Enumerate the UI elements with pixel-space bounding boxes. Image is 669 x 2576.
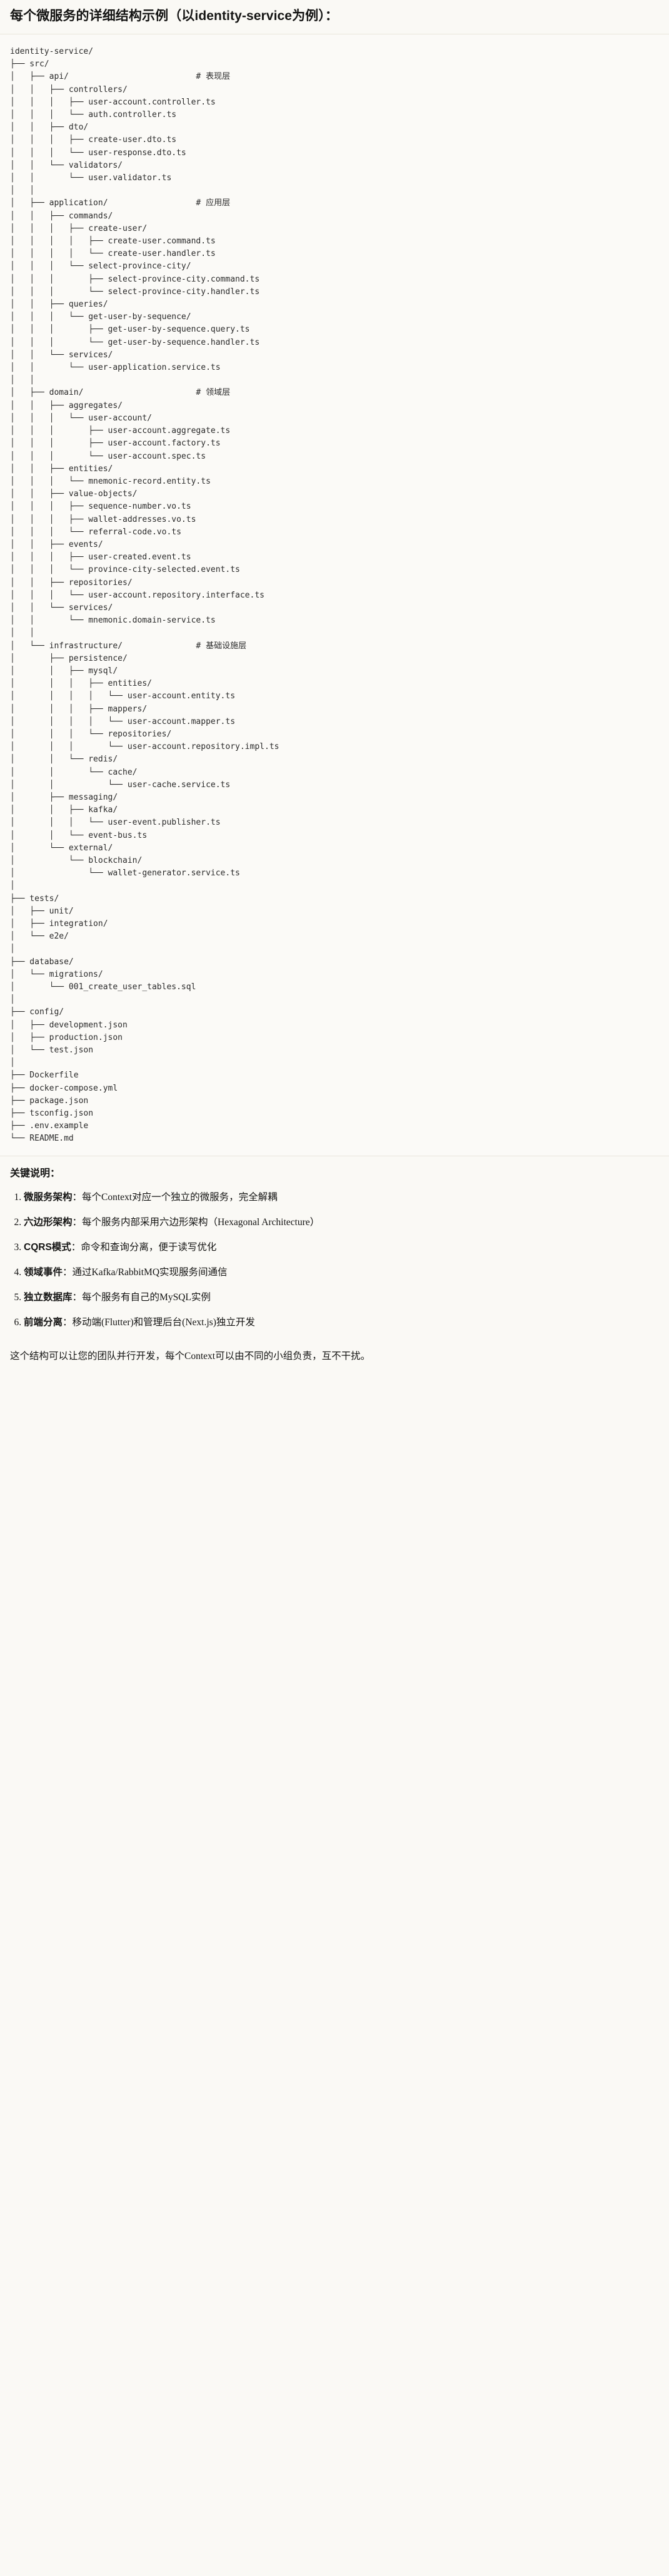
key-point-separator: ： (72, 1216, 83, 1228)
key-point-separator: ： (72, 1191, 83, 1203)
key-point-description: 每个服务有自己的MySQL实例 (82, 1291, 211, 1303)
key-point-term: CQRS模式 (24, 1241, 71, 1253)
key-point-term: 领域事件 (24, 1266, 63, 1278)
key-point-item: 微服务架构：每个Context对应一个独立的微服务，完全解耦 (24, 1190, 659, 1204)
key-point-separator: ： (71, 1241, 81, 1253)
tree-comment: # 基础设施层 (196, 641, 247, 651)
key-point-term: 独立数据库 (24, 1291, 73, 1303)
key-point-description: 每个Context对应一个独立的微服务，完全解耦 (82, 1191, 278, 1203)
closing-paragraph: 这个结构可以让您的团队并行开发，每个Context可以由不同的小组负责，互不干扰… (10, 1350, 371, 1362)
key-point-item: 前端分离：移动端(Flutter)和管理后台(Next.js)独立开发 (24, 1315, 659, 1330)
key-point-term: 六边形架构 (24, 1216, 73, 1228)
key-point-description: 通过Kafka/RabbitMQ实现服务间通信 (72, 1266, 228, 1278)
key-point-item: 领域事件：通过Kafka/RabbitMQ实现服务间通信 (24, 1265, 659, 1280)
key-point-separator: ： (63, 1316, 73, 1328)
key-point-description: 移动端(Flutter)和管理后台(Next.js)独立开发 (72, 1316, 255, 1328)
directory-tree-code-block[interactable]: identity-service/ ├── src/ │ ├── api/ # … (0, 34, 669, 1156)
page-title: 每个微服务的详细结构示例（以identity-service为例）： (10, 9, 338, 23)
key-point-item: 独立数据库：每个服务有自己的MySQL实例 (24, 1290, 659, 1305)
key-point-separator: ： (72, 1291, 83, 1303)
key-points-list: 微服务架构：每个Context对应一个独立的微服务，完全解耦六边形架构：每个服务… (10, 1190, 659, 1330)
key-point-item: 六边形架构：每个服务内部采用六边形架构（Hexagonal Architectu… (24, 1215, 659, 1229)
tree-comment: # 领域层 (196, 388, 231, 398)
key-point-term: 前端分离 (24, 1316, 63, 1328)
document-page: 每个微服务的详细结构示例（以identity-service为例）： ident… (0, 0, 669, 1375)
key-point-description: 每个服务内部采用六边形架构（Hexagonal Architecture） (82, 1216, 320, 1228)
key-point-term: 微服务架构 (24, 1191, 73, 1203)
key-point-item: CQRS模式：命令和查询分离，便于读写优化 (24, 1240, 659, 1255)
key-point-separator: ： (63, 1266, 73, 1278)
key-points-heading: 关键说明： (10, 1168, 61, 1179)
key-point-description: 命令和查询分离，便于读写优化 (81, 1241, 217, 1253)
directory-tree: identity-service/ ├── src/ │ ├── api/ # … (10, 47, 279, 1144)
tree-comment: # 应用层 (196, 198, 231, 208)
tree-comment: # 表现层 (196, 72, 231, 82)
key-points-section: 关键说明： 微服务架构：每个Context对应一个独立的微服务，完全解耦六边形架… (0, 1156, 669, 1347)
